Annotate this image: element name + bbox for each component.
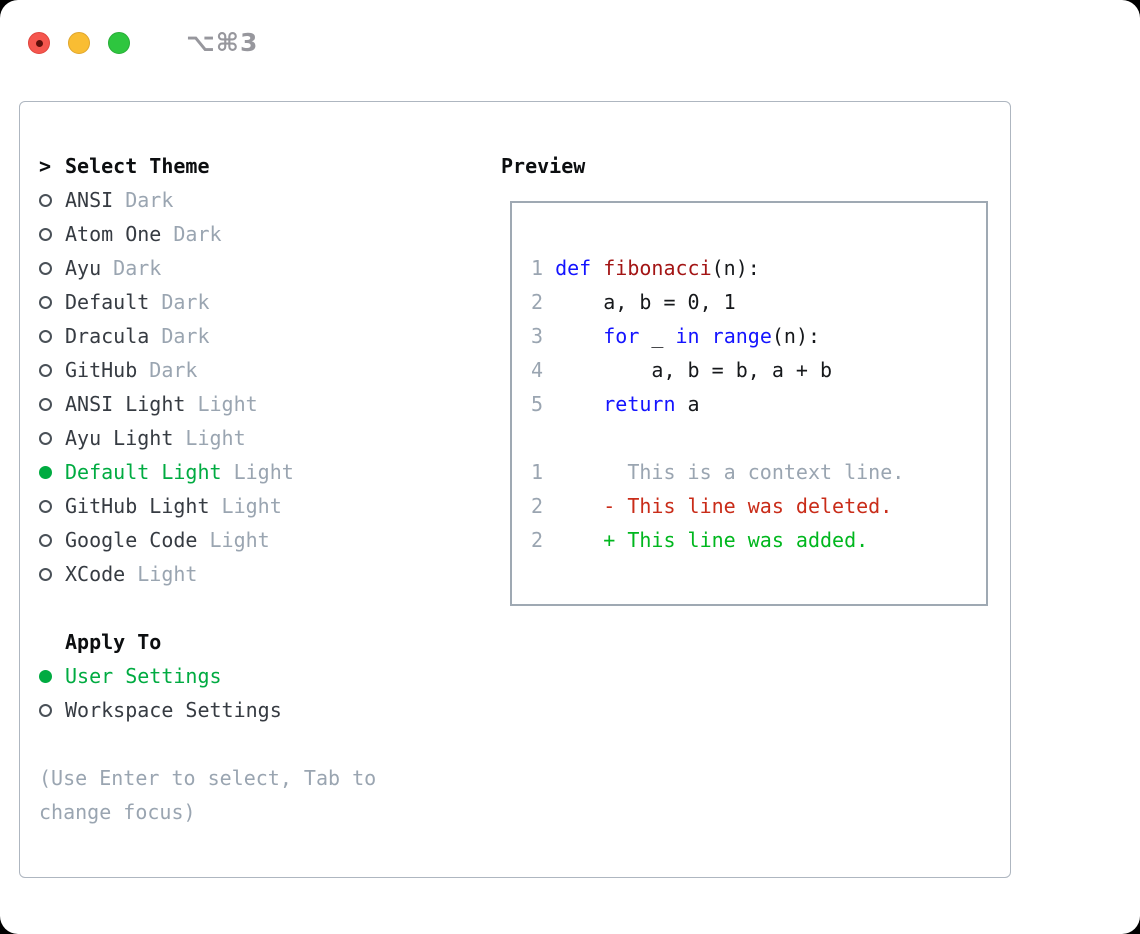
option-label: GitHub Light — [65, 494, 222, 518]
close-dot-icon — [36, 39, 43, 47]
theme-variant-tag: Dark — [113, 256, 162, 280]
code-line: 2 a, b = 0, 1 — [531, 290, 736, 314]
apply-to-header: Apply To — [39, 625, 439, 659]
option-label: Ayu — [65, 256, 114, 280]
preview-label: Preview — [501, 154, 586, 178]
close-button[interactable] — [28, 31, 50, 54]
theme-item-atom-one-dark[interactable]: Atom One Dark — [39, 217, 439, 251]
line-number: 2 — [531, 290, 556, 314]
radio-icon — [39, 329, 65, 343]
line-number: 2 — [531, 494, 556, 518]
code-preview: 1 def fibonacci(n): 2 a, b = 0, 1 3 for _ … — [531, 251, 904, 557]
option-label: User Settings — [65, 664, 222, 688]
radio-selected-icon — [39, 465, 65, 479]
apply-to-label: Apply To — [65, 630, 162, 654]
theme-variant-tag: Dark — [149, 358, 198, 382]
spacer — [39, 591, 439, 625]
radio-icon — [39, 227, 65, 241]
line-number: 5 — [531, 392, 556, 416]
theme-variant-tag: Light — [233, 460, 294, 484]
code-line: 3 for _ in range(n): — [531, 324, 821, 348]
option-label: ANSI Light — [65, 392, 198, 416]
option-label: Atom One — [65, 222, 174, 246]
theme-variant-tag: Light — [137, 562, 198, 586]
option-label: Dracula — [65, 324, 162, 348]
code-line: 2 - This line was deleted. — [531, 494, 893, 518]
radio-icon — [39, 499, 65, 513]
minimize-button[interactable] — [68, 31, 90, 54]
theme-variant-tag: Light — [185, 426, 246, 450]
theme-variant-tag: Light — [221, 494, 282, 518]
theme-item-default-light-light[interactable]: Default Light Light — [39, 455, 439, 489]
radio-icon — [39, 261, 65, 275]
zoom-button[interactable] — [108, 31, 130, 54]
option-label: GitHub — [65, 358, 150, 382]
theme-variant-tag: Dark — [173, 222, 222, 246]
code-line: 5 return a — [531, 392, 700, 416]
theme-item-ayu-dark[interactable]: Ayu Dark — [39, 251, 439, 285]
radio-icon — [39, 567, 65, 581]
window-title: ⌥⌘3 — [186, 28, 259, 57]
option-label: Default — [65, 290, 162, 314]
apply-option-user-settings[interactable]: User Settings — [39, 659, 439, 693]
option-label: ANSI — [65, 188, 126, 212]
radio-icon — [39, 397, 65, 411]
help-text: (Use Enter to select, Tab to change focu… — [39, 766, 377, 824]
radio-icon — [39, 193, 65, 207]
line-number: 1 — [531, 460, 556, 484]
radio-icon — [39, 363, 65, 377]
theme-item-github-light-light[interactable]: GitHub Light Light — [39, 489, 439, 523]
select-theme-label: Select Theme — [65, 154, 210, 178]
titlebar: ⌥⌘3 — [28, 28, 258, 57]
code-line: 1 This is a context line. — [531, 460, 905, 484]
theme-variant-tag: Dark — [125, 188, 174, 212]
apply-option-workspace-settings[interactable]: Workspace Settings — [39, 693, 439, 727]
option-label: XCode — [65, 562, 138, 586]
preview-box: 1 def fibonacci(n): 2 a, b = 0, 1 3 for _ … — [510, 201, 988, 606]
theme-item-dracula-dark[interactable]: Dracula Dark — [39, 319, 439, 353]
theme-variant-tag: Dark — [161, 324, 210, 348]
theme-item-ansi-light-light[interactable]: ANSI Light Light — [39, 387, 439, 421]
code-blank-line — [531, 421, 904, 455]
line-number: 4 — [531, 358, 556, 382]
select-theme-header: > Select Theme — [39, 149, 439, 183]
line-number: 2 — [531, 528, 556, 552]
radio-icon — [39, 431, 65, 445]
line-number: 1 — [531, 256, 556, 280]
radio-icon — [39, 703, 65, 717]
option-label: Default Light — [65, 460, 234, 484]
option-label: Workspace Settings — [65, 698, 282, 722]
radio-icon — [39, 295, 65, 309]
theme-item-ansi-dark[interactable]: ANSI Dark — [39, 183, 439, 217]
theme-variant-tag: Light — [209, 528, 270, 552]
radio-selected-icon — [39, 669, 65, 683]
theme-item-xcode-light[interactable]: XCode Light — [39, 557, 439, 591]
theme-variant-tag: Dark — [161, 290, 210, 314]
theme-variant-tag: Light — [197, 392, 258, 416]
line-number: 3 — [531, 324, 556, 348]
option-label: Ayu Light — [65, 426, 186, 450]
radio-icon — [39, 533, 65, 547]
theme-item-ayu-light-light[interactable]: Ayu Light Light — [39, 421, 439, 455]
code-line: 4 a, b = b, a + b — [531, 358, 833, 382]
code-line: 2 + This line was added. — [531, 528, 869, 552]
theme-item-google-code-light[interactable]: Google Code Light — [39, 523, 439, 557]
theme-item-github-dark[interactable]: GitHub Dark — [39, 353, 439, 387]
code-line: 1 def fibonacci(n): — [531, 256, 760, 280]
spacer — [39, 727, 439, 761]
focus-chevron-icon: > — [39, 154, 52, 178]
theme-item-default-dark[interactable]: Default Dark — [39, 285, 439, 319]
option-label: Google Code — [65, 528, 210, 552]
